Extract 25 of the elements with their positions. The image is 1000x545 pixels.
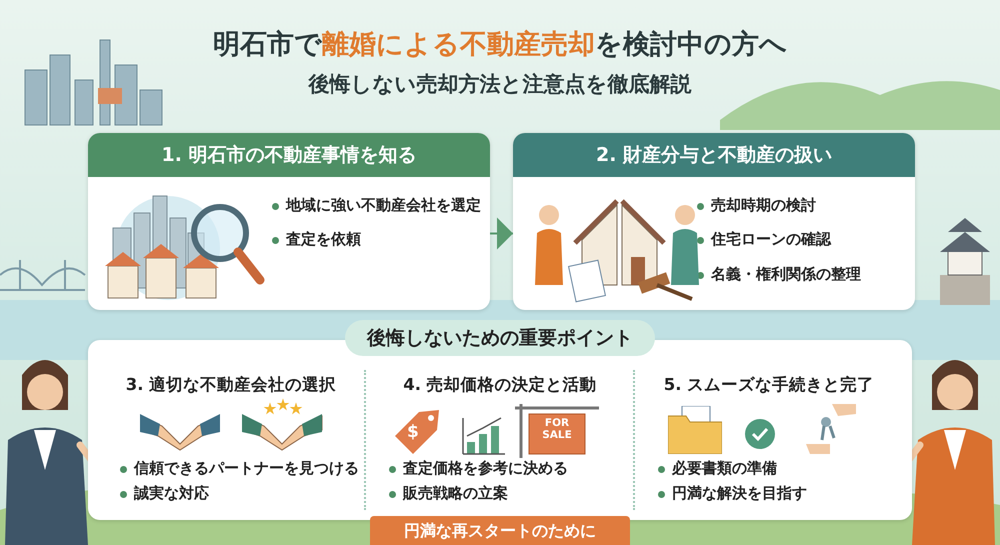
arrow bbox=[490, 218, 513, 250]
dollar-sign: $ bbox=[407, 422, 419, 442]
card-heading: 1. 明石市の不動産事情を知る bbox=[88, 133, 490, 177]
bullet-text: 住宅ローンの確認 bbox=[695, 229, 861, 250]
sign-text: FOR SALE bbox=[541, 417, 573, 442]
bullet-text: 円満な解決を目指す bbox=[656, 483, 807, 504]
bullet-text: 名義・権利関係の整理 bbox=[695, 264, 861, 284]
column-heading: 4. 売却価格の決定と活動 bbox=[402, 374, 598, 396]
bullet-text: 売却時期の検討 bbox=[695, 195, 861, 216]
ribbon-banner: 円満な再スタートのために bbox=[370, 516, 630, 545]
bullet-text: 地域に強い不動産会社を選定 bbox=[270, 195, 481, 216]
bullet-text: 必要書類の準備 bbox=[656, 458, 807, 478]
info-card bbox=[513, 133, 915, 310]
column-heading: 3. 適切な不動産会社の選択 bbox=[124, 374, 338, 396]
subtitle: 後悔しない売却方法と注意点を徹底解説 bbox=[307, 71, 692, 98]
info-card bbox=[88, 133, 490, 310]
column-heading: 5. スムーズな手続きと完了 bbox=[662, 374, 876, 396]
bullet-text: 販売戦略の立案 bbox=[387, 483, 568, 504]
bullet-text: 誠実な対応 bbox=[118, 483, 359, 504]
card-heading: 2. 財産分与と不動産の扱い bbox=[513, 133, 915, 177]
bullet-text: 査定価格を参考に決める bbox=[387, 458, 568, 478]
section-heading: 後悔しないための重要ポイント bbox=[345, 320, 655, 356]
bullet-text: 査定を依頼 bbox=[270, 229, 481, 250]
title: 明石市で離婚による不動産売却を検討中の方へ bbox=[212, 28, 788, 62]
bullet-text: 信頼できるパートナーを見つける bbox=[118, 458, 359, 478]
